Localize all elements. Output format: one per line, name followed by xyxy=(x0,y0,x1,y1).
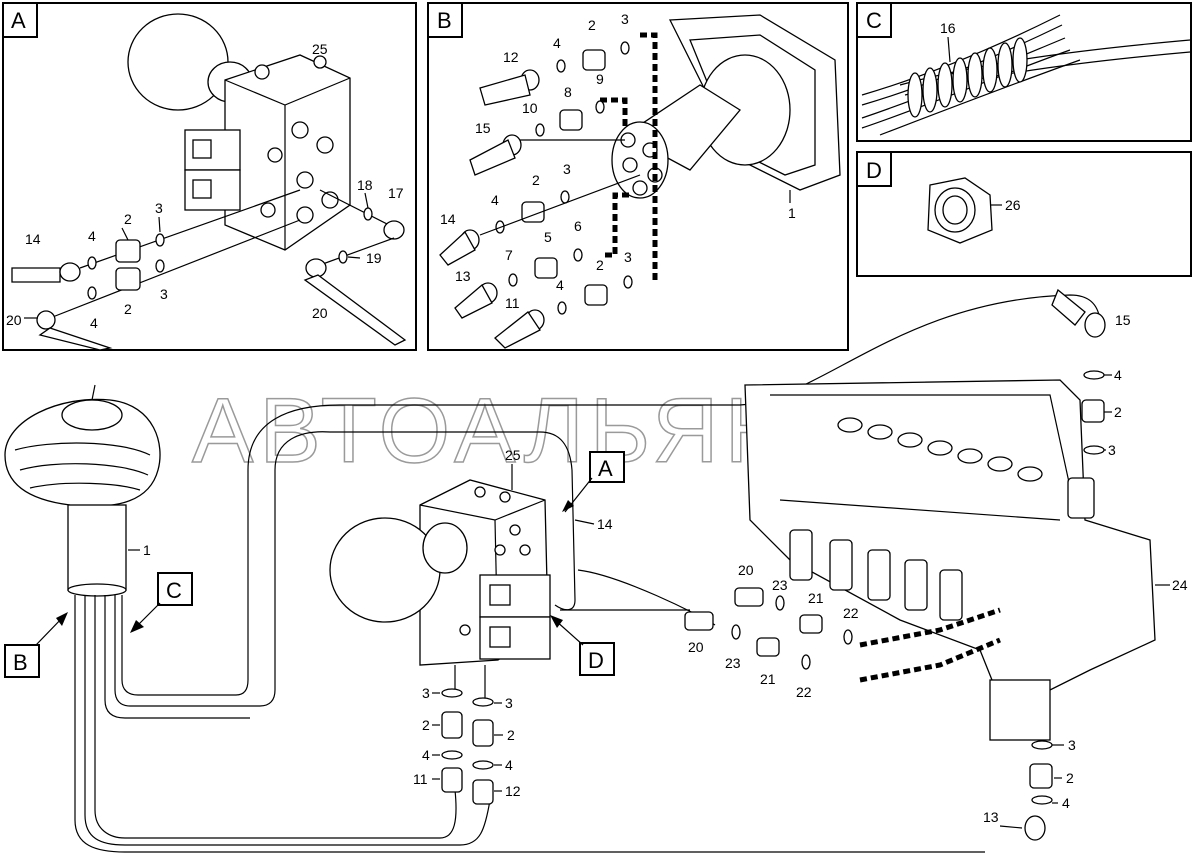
part-number: 8 xyxy=(564,84,572,100)
part-number: 2 xyxy=(532,172,540,188)
part-number: 1 xyxy=(788,205,796,221)
callout-c: C xyxy=(130,572,193,633)
part-number: 3 xyxy=(563,161,571,177)
detail-letter-a: A xyxy=(11,8,26,33)
callout-d: D xyxy=(550,615,615,676)
part-number: 2 xyxy=(1066,770,1074,786)
part-number: 18 xyxy=(357,177,373,193)
part-number: 13 xyxy=(455,268,471,284)
part-number: 3 xyxy=(155,200,163,216)
part-number: 4 xyxy=(553,35,561,51)
valve-block xyxy=(329,479,551,698)
part-number: 12 xyxy=(505,783,521,799)
part-number: 14 xyxy=(25,231,41,247)
part-number: 20 xyxy=(312,305,328,321)
callout-letter-b: B xyxy=(13,650,28,675)
part-number: 4 xyxy=(505,757,513,773)
part-number: 13 xyxy=(983,809,999,825)
part-number: 2 xyxy=(507,727,515,743)
part-number: 1 xyxy=(143,542,151,558)
part-number: 21 xyxy=(808,590,824,606)
part-number: 4 xyxy=(1114,367,1122,383)
part-number: 21 xyxy=(760,671,776,687)
part-number: 15 xyxy=(475,120,491,136)
part-number: 4 xyxy=(491,192,499,208)
part-number: 16 xyxy=(940,20,956,36)
part-number: 4 xyxy=(88,228,96,244)
part-number: 19 xyxy=(366,250,382,266)
part-number: 3 xyxy=(160,286,168,302)
part-number: 3 xyxy=(422,685,430,701)
part-number: 7 xyxy=(505,247,513,263)
callout-b: B xyxy=(4,612,68,678)
part-number: 9 xyxy=(596,71,604,87)
part-number: 4 xyxy=(1062,795,1070,811)
part-number: 10 xyxy=(522,100,538,116)
detail-view-c: C 16 xyxy=(856,2,1192,142)
part-number: 2 xyxy=(1114,404,1122,420)
part-number: 4 xyxy=(422,747,430,763)
detail-view-b: B xyxy=(427,2,849,351)
detail-letter-b: B xyxy=(437,8,452,33)
callout-letter-d: D xyxy=(588,648,604,673)
part-number: 24 xyxy=(1172,577,1188,593)
part-number: 3 xyxy=(505,695,513,711)
callout-letter-a: A xyxy=(598,456,613,481)
part-number: 20 xyxy=(738,562,754,578)
part-number: 26 xyxy=(1005,197,1021,213)
part-number: 4 xyxy=(90,315,98,331)
part-number: 4 xyxy=(556,277,564,293)
part-number: 25 xyxy=(505,447,521,463)
part-number: 3 xyxy=(1068,737,1076,753)
part-number: 25 xyxy=(312,41,328,57)
part-number: 2 xyxy=(596,257,604,273)
part-number: 22 xyxy=(796,684,812,700)
part-number: 3 xyxy=(624,249,632,265)
part-number: 2 xyxy=(422,717,430,733)
part-number: 11 xyxy=(413,771,428,787)
part-number: 17 xyxy=(388,185,404,201)
part-number: 5 xyxy=(544,229,552,245)
detail-view-a: A xyxy=(2,2,417,351)
part-number: 20 xyxy=(688,639,704,655)
part-number: 23 xyxy=(725,655,741,671)
detail-letter-d: D xyxy=(866,158,882,183)
part-number: 15 xyxy=(1115,312,1131,328)
part-number: 14 xyxy=(440,211,456,227)
part-number: 2 xyxy=(588,17,596,33)
detail-view-d: D 26 xyxy=(856,151,1192,277)
callout-letter-c: C xyxy=(166,578,182,603)
detail-letter-c: C xyxy=(866,8,882,33)
part-number: 3 xyxy=(1108,442,1116,458)
main-assembly: A B C D 1 25 14 15 4 2 xyxy=(4,288,1188,853)
part-number: 11 xyxy=(505,295,520,311)
callout-a: A xyxy=(562,451,625,513)
part-number: 2 xyxy=(124,301,132,317)
part-number: 12 xyxy=(503,49,519,65)
part-number: 3 xyxy=(621,11,629,27)
joystick xyxy=(4,384,161,597)
part-number: 22 xyxy=(843,605,859,621)
part-number: 14 xyxy=(597,516,613,532)
part-number: 23 xyxy=(772,577,788,593)
part-number: 6 xyxy=(574,218,582,234)
part-number: 20 xyxy=(6,312,22,328)
part-number: 2 xyxy=(124,211,132,227)
control-valve xyxy=(744,379,1156,741)
